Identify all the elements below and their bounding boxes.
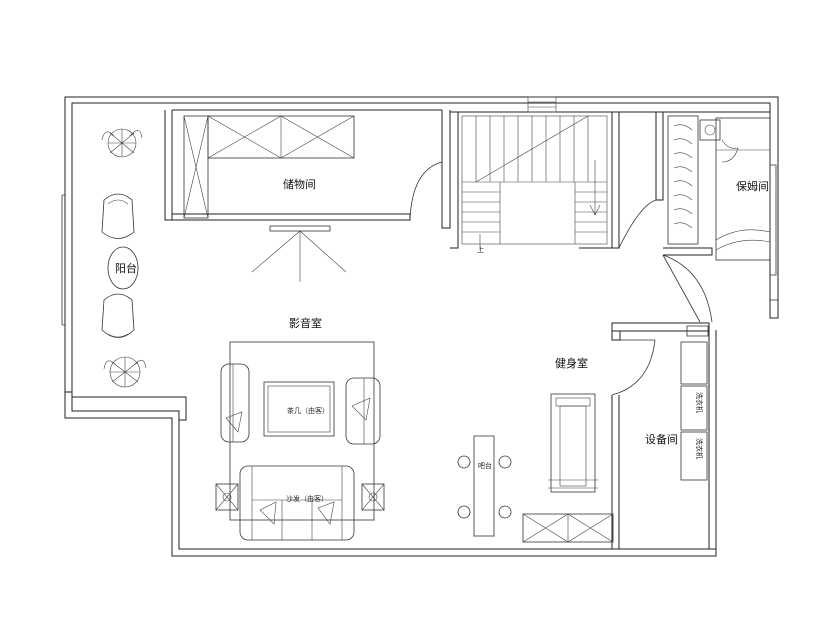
plant-icon [101,128,147,388]
room-nanny-label: 保姆间 [736,179,769,193]
storage-cabinets [183,115,355,219]
stair-up-label: 上 [477,245,484,254]
side-tables [215,483,385,511]
nanny-bed [715,117,771,261]
bar-counter [457,435,512,537]
washer-label-2: 洗衣机 [695,438,704,459]
bar-label: 吧台 [478,461,492,470]
tea-table-label: 茶几（由客） [287,406,329,415]
room-balcony-label: 阳台 [115,261,137,275]
balcony-chairs [101,193,139,338]
sofa [239,465,355,541]
interior-walls [72,109,770,549]
treadmill [548,393,598,493]
room-gym-label: 健身室 [555,356,588,370]
theater-rug [229,341,375,521]
washer-label-1: 洗衣机 [695,392,704,413]
right-armchair [345,377,381,445]
room-storage-label: 储物间 [283,177,316,191]
sofa-label: 沙发（由客） [286,494,328,503]
equipment-shelves [680,341,708,481]
projector [251,225,347,282]
gym-cabinet [522,513,614,543]
tea-table [263,381,335,437]
door-swings [409,96,713,396]
room-labels: 储物间 保姆间 阳台 影音室 健身室 设备间 茶几（由客） 沙发（由客） 吧台 … [115,177,769,503]
room-theater-label: 影音室 [289,316,322,330]
nanny-wardrobe [667,115,721,245]
left-armchair [220,363,250,443]
staircase [461,115,608,250]
outer-walls [61,96,779,557]
room-equipment-label: 设备间 [645,432,678,446]
